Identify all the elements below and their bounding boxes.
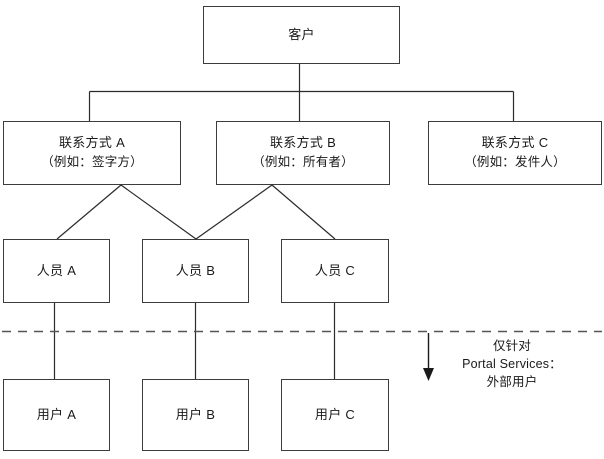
node-contact-method-c[interactable]: 联系方式 C （例如：发件人）	[428, 121, 602, 185]
node-user-c[interactable]: 用户 C	[281, 379, 389, 451]
boundary-note-line-1: 仅针对	[492, 339, 532, 353]
boundary-arrow-icon	[423, 333, 434, 381]
node-contact-method-c-label: 联系方式 C	[481, 135, 549, 151]
node-contact-method-b[interactable]: 联系方式 B （例如：所有者）	[216, 121, 390, 185]
node-contact-method-a[interactable]: 联系方式 A （例如：签字方）	[3, 121, 181, 185]
node-user-c-label: 用户 C	[314, 406, 356, 422]
node-customer-label: 客户	[288, 26, 315, 42]
node-person-a-label: 人员 A	[36, 262, 77, 278]
node-contact-method-b-label: 联系方式 B	[269, 135, 337, 151]
node-person-c-label: 人员 C	[314, 262, 356, 278]
node-user-b[interactable]: 用户 B	[142, 379, 249, 451]
node-person-c[interactable]: 人员 C	[281, 239, 389, 303]
connector-contact-a-to-person-a	[56, 184, 122, 240]
node-user-b-label: 用户 B	[175, 406, 216, 422]
node-user-a[interactable]: 用户 A	[3, 379, 110, 451]
node-person-a[interactable]: 人员 A	[3, 239, 110, 303]
connector-contact-a-to-person-b	[120, 184, 197, 240]
connector-contact-b-to-person-b	[195, 184, 273, 240]
node-person-b[interactable]: 人员 B	[142, 239, 249, 303]
node-person-b-label: 人员 B	[175, 262, 216, 278]
node-customer[interactable]: 客户	[203, 6, 400, 64]
node-contact-method-c-sublabel: （例如：发件人）	[464, 155, 566, 170]
boundary-note-line-3: 外部用户	[486, 375, 538, 390]
node-contact-method-b-sublabel: （例如：所有者）	[252, 155, 354, 170]
connector-contact-b-to-person-c	[271, 184, 336, 240]
node-contact-method-a-sublabel: （例如：签字方）	[41, 155, 143, 170]
boundary-note: 仅针对 Portal Services： 外部用户	[437, 337, 587, 391]
node-contact-method-a-label: 联系方式 A	[58, 135, 126, 151]
boundary-note-line-2: Portal Services：	[462, 357, 562, 372]
node-user-a-label: 用户 A	[36, 406, 77, 422]
